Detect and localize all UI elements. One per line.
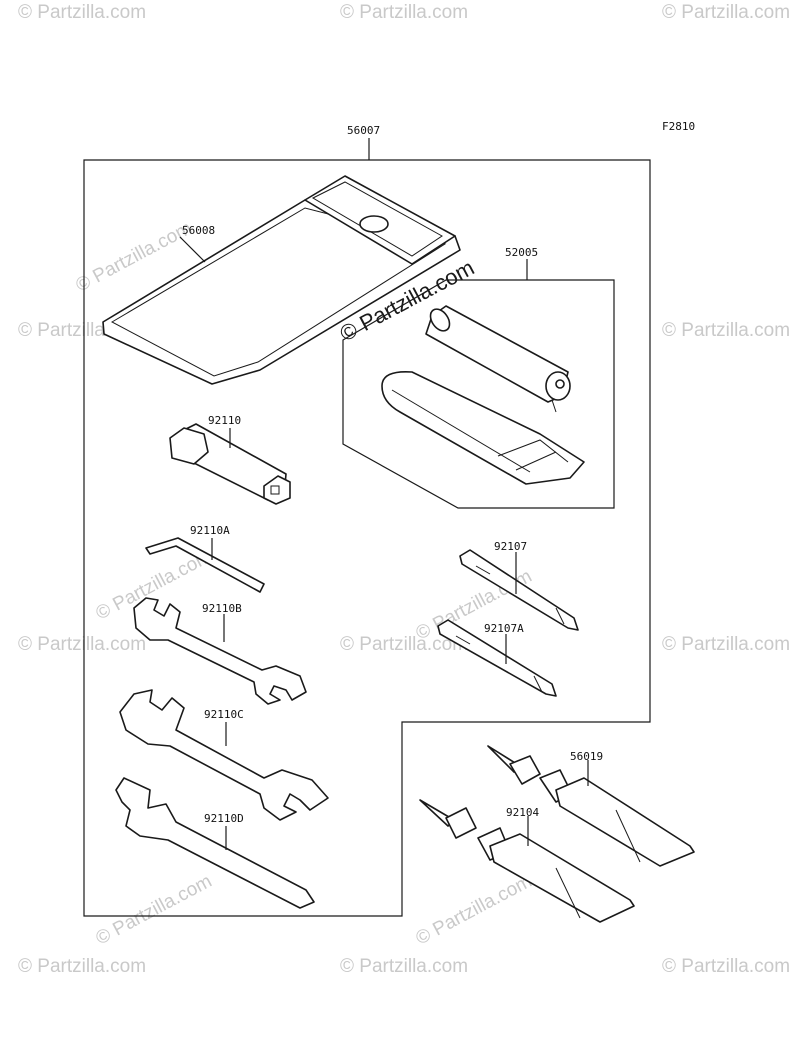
label-92110a: 92110A xyxy=(190,524,230,537)
screwdriver-a xyxy=(437,619,557,697)
grease-tube xyxy=(487,745,695,867)
watermark: © Partzilla.com xyxy=(662,320,790,341)
label-92110: 92110 xyxy=(208,414,241,427)
watermark: © Partzilla.com xyxy=(340,956,468,977)
watermark: © Partzilla.com xyxy=(340,634,468,655)
label-92110b: 92110B xyxy=(202,602,242,615)
label-92110c: 92110C xyxy=(204,708,244,721)
label-92107: 92107 xyxy=(494,540,527,553)
watermark: © Partzilla.com xyxy=(662,2,790,23)
label-56008: 56008 xyxy=(182,224,215,237)
watermark: © Partzilla.com xyxy=(18,2,146,23)
open-end-wrench-c xyxy=(119,689,329,821)
pump-bag xyxy=(381,370,585,485)
watermark: © Partzilla.com xyxy=(92,871,215,950)
hex-key xyxy=(145,537,265,593)
hook-wrench xyxy=(115,777,315,909)
leader-56008 xyxy=(179,236,206,263)
box-wrench xyxy=(169,423,291,505)
watermark: © Partzilla.com xyxy=(412,871,535,950)
watermark: © Partzilla.com xyxy=(662,634,790,655)
watermark: © Partzilla.com xyxy=(18,956,146,977)
label-56007: 56007 xyxy=(347,124,380,137)
label-92110d: 92110D xyxy=(204,812,244,825)
tool-pouch xyxy=(102,175,461,385)
watermark: © Partzilla.com xyxy=(18,634,146,655)
sealant-tube xyxy=(419,799,635,923)
figure-code: F2810 xyxy=(662,120,695,133)
watermark: © Partzilla.com xyxy=(662,956,790,977)
open-end-wrench-b xyxy=(133,597,307,705)
watermark: © Partzilla.com xyxy=(340,2,468,23)
label-92107a: 92107A xyxy=(484,622,524,635)
label-56019: 56019 xyxy=(570,750,603,763)
label-92104: 92104 xyxy=(506,806,539,819)
pump-kit-box xyxy=(342,279,615,509)
kit-outline xyxy=(83,159,651,917)
tire-pump xyxy=(425,305,571,413)
label-52005: 52005 xyxy=(505,246,538,259)
screwdriver xyxy=(459,549,579,631)
